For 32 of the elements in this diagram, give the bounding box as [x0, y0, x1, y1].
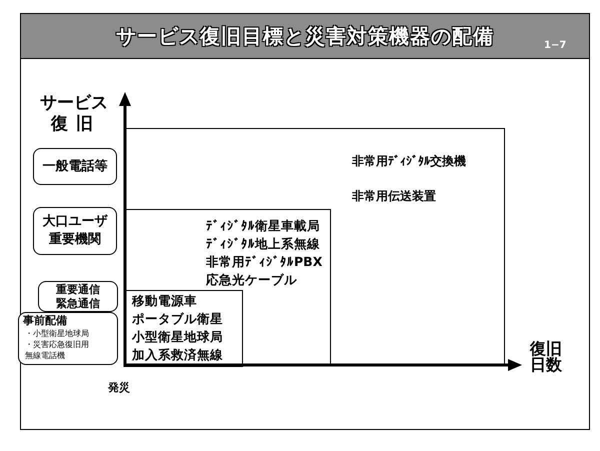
service-level-box — [38, 281, 118, 312]
equipment-label: 非常用ﾃﾞｨｼﾞﾀﾙPBX — [206, 253, 322, 271]
service-level-box — [33, 207, 117, 255]
recovery-area-box — [125, 290, 243, 367]
equipment-label: ﾃﾞｨｼﾞﾀﾙ地上系無線 — [206, 235, 321, 253]
service-label: 一般電話等 — [42, 158, 108, 176]
page-number: 1−7 — [544, 39, 566, 53]
equipment-label: 小型衛星地球局 — [132, 328, 223, 346]
bullet-item: ・小型衛星地球局 — [24, 328, 89, 339]
service-label: 重要通信 — [56, 282, 100, 296]
axis-title: サービス — [40, 93, 108, 113]
bullet-item: ・災害応急復旧用無線電話機 — [24, 339, 90, 361]
service-label: 緊急通信 — [56, 296, 100, 310]
equipment-label: 応急光ケーブル — [206, 271, 298, 289]
axis-title: 日数 — [530, 356, 562, 373]
service-label: 重要機関 — [49, 231, 101, 249]
service-level-box — [18, 312, 118, 365]
equipment-label: 加入系救済無線 — [132, 346, 223, 364]
service-label: 大口ユーザ — [42, 213, 108, 231]
axis-origin-label: 発災 — [108, 380, 130, 396]
equipment-label: 非常用伝送装置 — [352, 188, 437, 204]
axis-title: 復旧 — [530, 340, 562, 357]
equipment-label: 非常用ﾃﾞｨｼﾞﾀﾙ交換機 — [352, 153, 466, 169]
title: サービス復旧目標と災害対策機器の配備 — [116, 23, 494, 50]
recovery-area-box — [125, 128, 505, 365]
axis-title: 復旧 — [51, 114, 101, 134]
equipment-label: 移動電源車 — [132, 292, 198, 310]
equipment-label: ﾃﾞｨｼﾞﾀﾙ衛星車載局 — [206, 217, 321, 235]
equipment-label: ポータブル衛星 — [132, 310, 223, 328]
recovery-area-box — [125, 209, 331, 366]
box-heading: 事前配備 — [23, 314, 67, 328]
service-level-box — [33, 148, 117, 185]
